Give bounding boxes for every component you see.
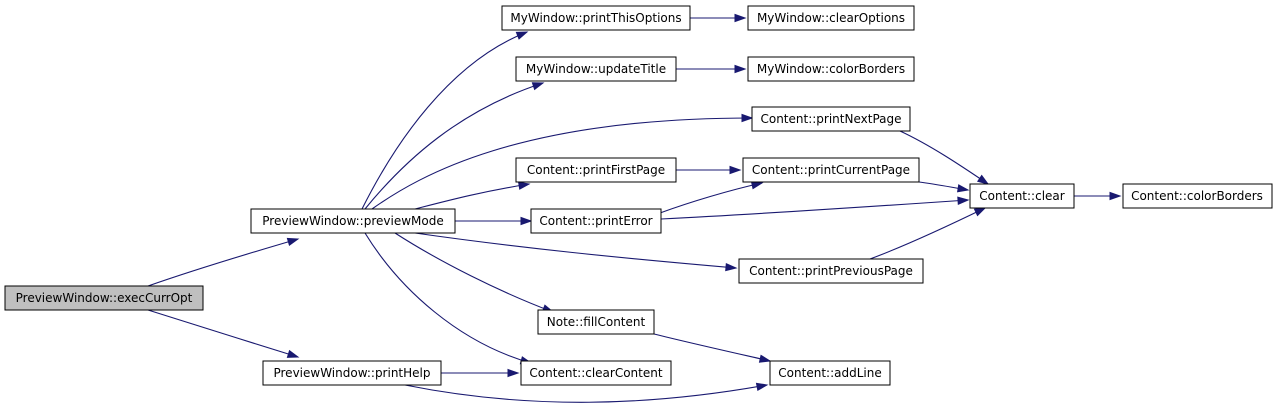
arrowhead: [517, 181, 531, 190]
edge-line: [659, 182, 763, 214]
node-content-clear[interactable]: Content::clear: [969, 183, 1075, 209]
arrowhead: [286, 237, 300, 247]
arrowhead: [520, 216, 533, 226]
node-exec-curr-opt[interactable]: PreviewWindow::execCurrOpt: [4, 285, 204, 311]
node-mywindow-color-borders[interactable]: MyWindow::colorBorders: [747, 56, 915, 82]
arrowhead: [515, 31, 529, 40]
node-label: Content::clear: [979, 189, 1064, 203]
edge-preview-error: [455, 216, 533, 226]
edge-preview-firstpage: [414, 181, 531, 210]
node-label: Content::printError: [539, 214, 652, 228]
arrowhead: [729, 165, 742, 175]
edge-help-clearcontent: [441, 368, 520, 378]
arrowhead: [750, 181, 764, 190]
edge-preview-fill: [394, 232, 555, 313]
node-print-help[interactable]: PreviewWindow::printHelp: [262, 360, 442, 386]
edge-line: [147, 238, 299, 287]
edge-line: [414, 183, 530, 210]
arrowhead: [507, 368, 520, 378]
arrowhead: [741, 113, 754, 123]
node-label: Content::printFirstPage: [527, 163, 665, 177]
node-label: PreviewWindow::printHelp: [273, 366, 430, 380]
edge-updtitle-mycolor: [676, 64, 747, 74]
node-label: MyWindow::updateTitle: [526, 62, 666, 76]
node-print-error[interactable]: Content::printError: [530, 208, 662, 234]
edge-line: [899, 130, 989, 185]
node-label: MyWindow::clearOptions: [757, 11, 905, 25]
edge-line: [394, 232, 554, 313]
edge-line: [364, 232, 532, 364]
edge-line: [361, 31, 528, 210]
node-label: PreviewWindow::execCurrOpt: [16, 291, 193, 305]
node-label: Content::printNextPage: [760, 112, 901, 126]
arrowhead: [725, 262, 738, 272]
edge-line: [414, 232, 737, 269]
node-label: Content::colorBorders: [1131, 189, 1263, 203]
arrowhead: [976, 174, 990, 185]
node-add-line[interactable]: Content::addLine: [769, 360, 891, 386]
arrowhead: [957, 196, 970, 205]
arrowhead: [758, 354, 772, 363]
node-label: Content::printPreviousPage: [749, 264, 913, 278]
node-update-title[interactable]: MyWindow::updateTitle: [515, 56, 677, 82]
edge-preview-clearcontent: [364, 232, 533, 365]
node-print-this-options[interactable]: MyWindow::printThisOptions: [501, 5, 691, 31]
edge-prevpage-clear: [869, 207, 987, 260]
node-label: MyWindow::printThisOptions: [510, 11, 681, 25]
node-label: Content::clearContent: [529, 366, 662, 380]
edge-nextpage-clear: [899, 130, 990, 185]
edge-line: [364, 82, 544, 210]
edge-line: [404, 384, 768, 403]
edge-preview-printthis: [361, 31, 529, 210]
arrowhead: [734, 64, 747, 74]
node-fill-content[interactable]: Note::fillContent: [537, 309, 655, 335]
node-label: Content::addLine: [778, 366, 881, 380]
node-clear-content[interactable]: Content::clearContent: [520, 360, 672, 386]
arrowhead: [973, 207, 987, 217]
edge-preview-updtitle: [364, 82, 545, 210]
node-print-first-page[interactable]: Content::printFirstPage: [515, 157, 677, 183]
edge-exec-preview: [147, 237, 300, 287]
edge-firstpage-currpage: [676, 165, 742, 175]
edge-line: [660, 199, 969, 220]
edge-line: [371, 117, 753, 210]
edge-line: [653, 333, 771, 362]
edge-line: [147, 309, 299, 358]
node-print-next-page[interactable]: Content::printNextPage: [751, 106, 911, 132]
arrowhead: [755, 382, 769, 391]
arrowhead: [286, 349, 300, 358]
node-label: Note::fillContent: [547, 315, 646, 329]
edge-help-addline: [404, 382, 769, 403]
edge-fill-addline: [653, 333, 772, 363]
node-print-previous-page[interactable]: Content::printPreviousPage: [738, 258, 924, 284]
arrowhead: [1109, 191, 1122, 201]
edge-exec-help: [147, 309, 300, 358]
edge-line: [869, 207, 986, 260]
node-label: PreviewWindow::previewMode: [262, 214, 443, 228]
node-clear-options[interactable]: MyWindow::clearOptions: [747, 5, 915, 31]
edge-preview-prevpage: [414, 232, 738, 272]
node-content-color-borders[interactable]: Content::colorBorders: [1122, 183, 1273, 209]
node-label: Content::printCurrentPage: [752, 163, 910, 177]
node-print-current-page[interactable]: Content::printCurrentPage: [742, 157, 920, 183]
arrowhead: [531, 82, 545, 91]
edge-error-clear: [660, 196, 970, 220]
arrowhead: [956, 184, 970, 193]
node-preview-mode[interactable]: PreviewWindow::previewMode: [250, 208, 456, 234]
edge-currpage-clear: [918, 181, 970, 193]
edge-error-currpage: [659, 181, 764, 214]
edge-clear-ccolor: [1074, 191, 1122, 201]
edge-preview-nextpage: [371, 113, 754, 210]
arrowhead: [734, 13, 747, 23]
edge-printthis-clearopt: [690, 13, 747, 23]
node-label: MyWindow::colorBorders: [757, 62, 905, 76]
